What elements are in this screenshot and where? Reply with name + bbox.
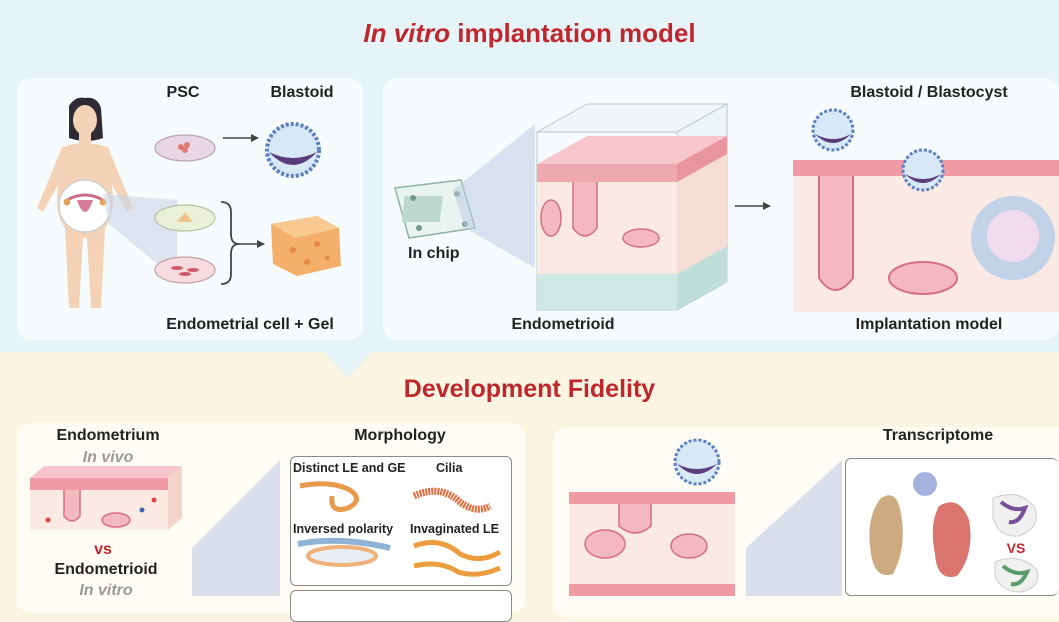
woman-figure-icon [37, 97, 133, 308]
gel-scaffold-icon [271, 216, 341, 276]
umap-illustration [869, 472, 1039, 593]
morph-label-invaginated: Invaginated LE [410, 522, 499, 536]
bracket-icon [220, 201, 265, 285]
morph-label-cilia: Cilia [436, 461, 463, 475]
endometrium-label: Endometrium [56, 427, 160, 444]
in-vivo-label: In vivo [82, 449, 134, 466]
endometrioid-lower-label: Endometrioid [54, 561, 158, 578]
panel1-illustration [37, 97, 341, 308]
title-rest: implantation model [450, 18, 696, 48]
gel-dish-icon [154, 204, 216, 232]
lower-implantation-illustration [569, 438, 735, 596]
morphology-title: Morphology [354, 427, 446, 444]
band-notch [324, 352, 372, 378]
endometrioid-label: Endometrioid [511, 316, 615, 333]
blastoid-label: Blastoid [270, 84, 334, 101]
main-title: In vitro implantation model [0, 18, 1059, 49]
zoom-wedge [192, 460, 280, 596]
implantation-model-label: Implantation model [855, 316, 1003, 333]
development-fidelity-title: Development Fidelity [403, 375, 656, 403]
endometrial-cell-gel-label: Endometrial cell + Gel [166, 316, 334, 333]
arrow-icon [735, 202, 771, 210]
panel2-illustration [394, 103, 1059, 312]
cell-dish-icon [154, 256, 216, 284]
psc-label: PSC [166, 84, 200, 101]
morphology-box-2 [290, 590, 512, 622]
morphology-illustrations [297, 481, 502, 577]
morph-label-polarity: Inversed polarity [293, 522, 394, 536]
endometrium-illustration [30, 466, 182, 530]
morph-label-distinct: Distinct LE and GE [293, 461, 406, 475]
blastoid-icon [265, 122, 321, 178]
implantation-model-icon [793, 108, 1059, 312]
transcriptome-title: Transcriptome [882, 427, 994, 444]
vs-label: vs [94, 541, 112, 558]
psc-dish-icon [154, 134, 216, 162]
blastoid-blastocyst-label: Blastoid / Blastocyst [850, 84, 1008, 101]
endometrioid-cube-icon [535, 103, 729, 311]
title-italic: In vitro [363, 18, 451, 48]
arrow-icon [223, 134, 259, 142]
vs-transcriptome-label: VS [1006, 540, 1026, 556]
zoom-wedge-2 [746, 460, 842, 596]
in-chip-label: In chip [408, 245, 460, 262]
in-vitro-label: In vitro [79, 582, 133, 599]
